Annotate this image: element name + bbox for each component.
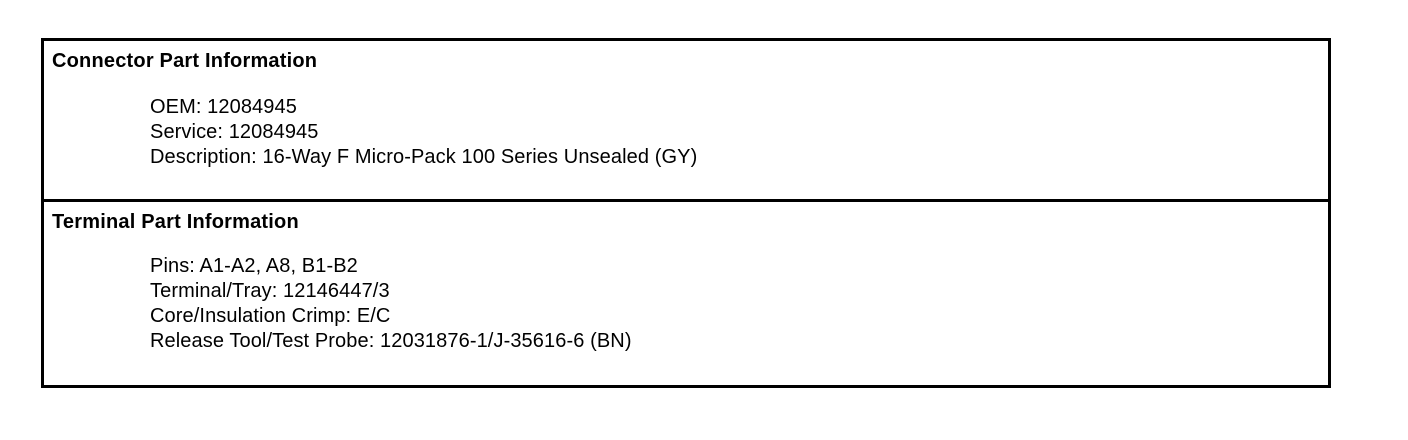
terminal-part-information-section: Terminal Part Information Pins: A1-A2, A… bbox=[44, 202, 1328, 385]
field-release-tool-test-probe: Release Tool/Test Probe: 12031876-1/J-35… bbox=[150, 330, 632, 352]
field-pins: Pins: A1-A2, A8, B1-B2 bbox=[150, 255, 358, 277]
field-oem: OEM: 12084945 bbox=[150, 96, 297, 118]
field-terminal-tray: Terminal/Tray: 12146447/3 bbox=[150, 280, 390, 302]
part-information-table: Connector Part Information OEM: 12084945… bbox=[41, 38, 1331, 388]
field-core-insulation-crimp: Core/Insulation Crimp: E/C bbox=[150, 305, 391, 327]
connector-part-information-section: Connector Part Information OEM: 12084945… bbox=[44, 41, 1328, 202]
connector-part-information-heading: Connector Part Information bbox=[52, 50, 318, 72]
field-service: Service: 12084945 bbox=[150, 121, 319, 143]
connector-field-list: OEM: 12084945 Service: 12084945 Descript… bbox=[44, 95, 1328, 170]
field-description: Description: 16-Way F Micro-Pack 100 Ser… bbox=[150, 146, 698, 168]
terminal-field-list: Pins: A1-A2, A8, B1-B2 Terminal/Tray: 12… bbox=[44, 254, 1328, 354]
terminal-part-information-heading: Terminal Part Information bbox=[52, 211, 299, 233]
